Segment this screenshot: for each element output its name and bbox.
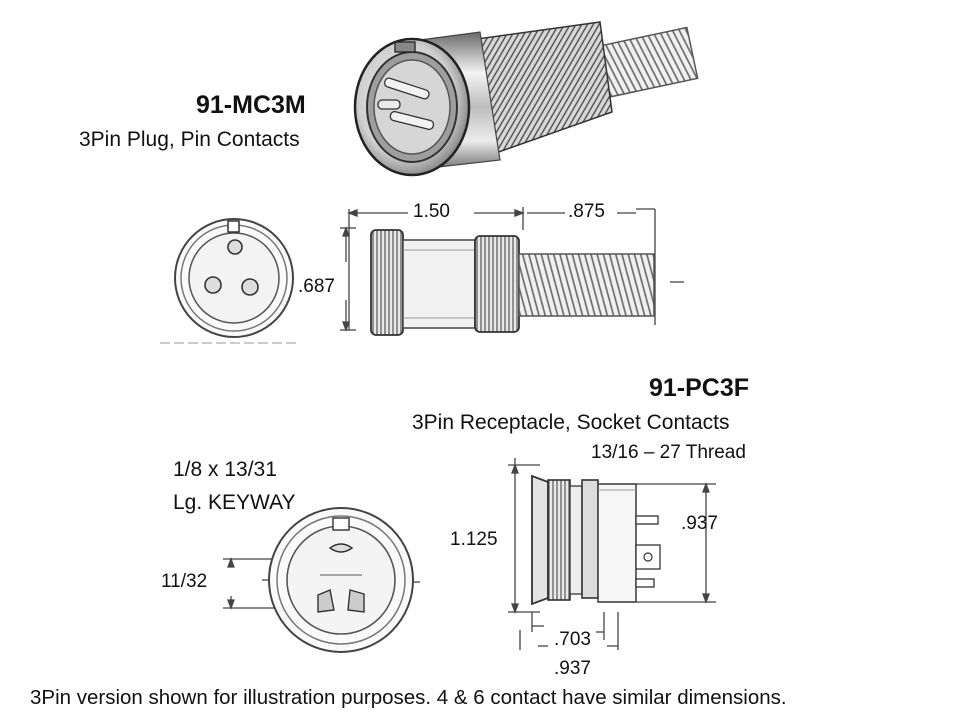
plug-end-view [160,218,300,344]
receptacle-thread-spec: 13/16 – 27 Thread [591,442,746,463]
plug-side-view [340,207,684,336]
plug-description: 3Pin Plug, Pin Contacts [79,128,300,151]
receptacle-part-number: 91-PC3F [649,374,750,402]
plug-diameter-dimension: .687 [298,276,335,297]
receptacle-depth-dimension-2: .937 [554,658,591,679]
keyway-size-label: 1/8 x 13/31 [173,458,277,481]
plug-part-number: 91-MC3M [196,91,306,119]
receptacle-body-dimension: .937 [681,513,718,534]
receptacle-flange-dimension: 1.125 [450,529,498,550]
receptacle-side-view [508,458,716,650]
footnote: 3Pin version shown for illustration purp… [30,686,787,709]
receptacle-depth-dimension-1: .703 [554,629,591,650]
keyway-type-label: Lg. KEYWAY [173,491,296,514]
receptacle-face-view [223,507,420,653]
receptacle-description: 3Pin Receptacle, Socket Contacts [412,411,730,434]
plug-length-dimension: 1.50 [413,201,450,222]
plug-cable-dimension: .875 [568,201,605,222]
key-width-dimension: 11/32 [161,571,208,592]
plug-photo-illustration [353,21,699,177]
